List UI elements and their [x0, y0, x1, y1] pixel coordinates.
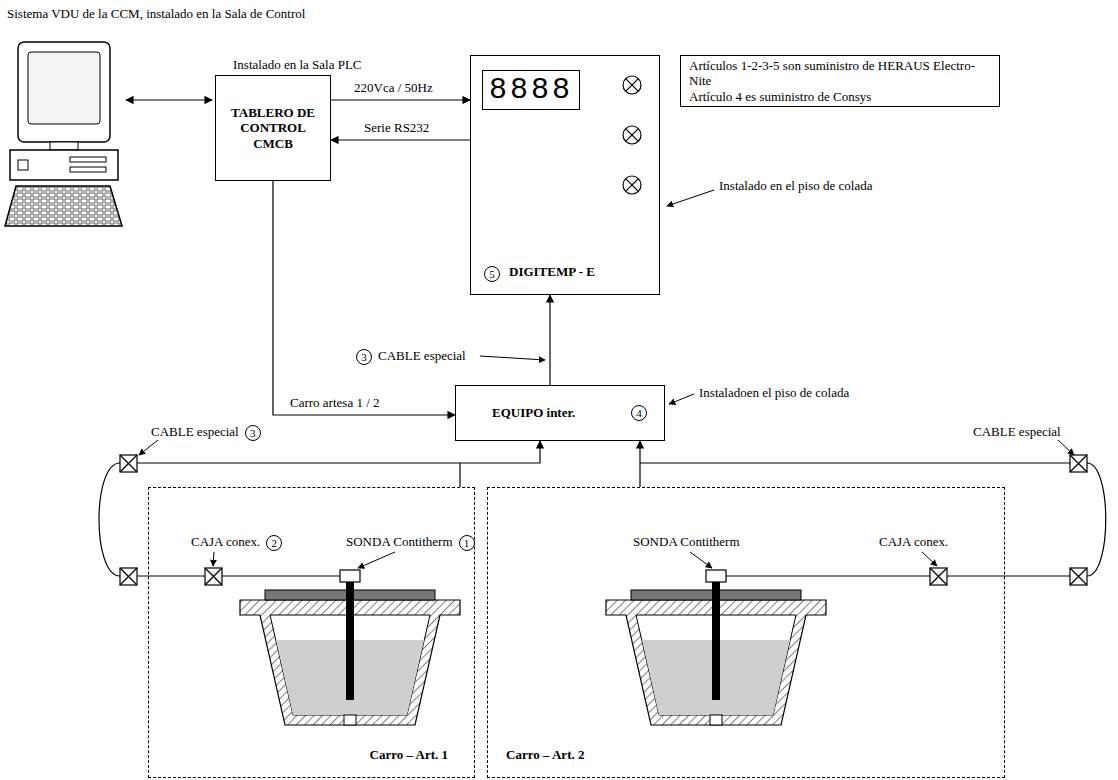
location-note: Instalado en la Sala PLC	[232, 57, 363, 73]
connector	[331, 99, 470, 100]
control-panel-box: TABLERO DE CONTROL CMCB	[215, 75, 331, 181]
part-name: CAJA conex.	[878, 534, 949, 550]
diagram-title: Sistema VDU de la CCM, instalado en la S…	[6, 6, 306, 22]
leader-arrow	[139, 190, 1074, 568]
node-text: Carro – Art. 2	[506, 747, 584, 763]
data-link-arrow	[126, 99, 212, 100]
connector	[273, 181, 455, 415]
edge-label: Serie RS232	[363, 120, 430, 136]
part-name: CABLE especial	[972, 424, 1062, 440]
connector	[549, 295, 550, 385]
location-note: Instalado en el piso de colada	[718, 178, 873, 194]
part-name: SONDA Contitherm	[632, 534, 741, 550]
connector	[331, 139, 470, 140]
connector	[639, 441, 640, 487]
part-name: CABLE especial	[377, 348, 467, 364]
node-text: Artículo 4 es suministro de Consys	[689, 89, 871, 105]
callout-number: 3	[356, 349, 372, 365]
special-cable	[99, 463, 1106, 576]
connection-box-symbol	[120, 455, 1087, 585]
callout-number: 4	[631, 405, 647, 421]
location-note: Instaladoen el piso de colada	[698, 385, 850, 401]
computer-illustration	[5, 42, 122, 226]
tundish-illustration	[240, 570, 460, 725]
node-text: Artículos 1-2-3-5 son suministro de HERA…	[689, 58, 991, 89]
part-name: SONDA Contitherm	[345, 534, 454, 550]
callout-number: 3	[245, 425, 261, 441]
part-name: CAJA conex.	[190, 534, 261, 550]
callout-number: 1	[459, 535, 475, 551]
edge-label: 220Vca / 50Hz	[353, 80, 434, 96]
node-text: Carro – Art. 1	[370, 747, 448, 763]
connector	[460, 441, 540, 487]
edge-label: Carro artesa 1 / 2	[289, 395, 381, 411]
node-text: DIGITEMP - E	[509, 264, 595, 280]
digital-display: 8888	[482, 70, 580, 110]
node-text: EQUIPO inter.	[492, 405, 575, 421]
tundish-illustration	[606, 570, 826, 725]
note-box: Artículos 1-2-3-5 son suministro de HERA…	[680, 55, 1000, 107]
callout-number: 5	[484, 266, 500, 282]
callout-number: 2	[266, 535, 282, 551]
cart-region: Carro – Art. 2	[487, 487, 1005, 778]
node-text: TABLERO DE CONTROL CMCB	[222, 105, 324, 152]
part-name: CABLE especial	[150, 424, 240, 440]
cart-region: Carro – Art. 1	[148, 487, 475, 778]
indicator-lamps	[623, 76, 641, 194]
